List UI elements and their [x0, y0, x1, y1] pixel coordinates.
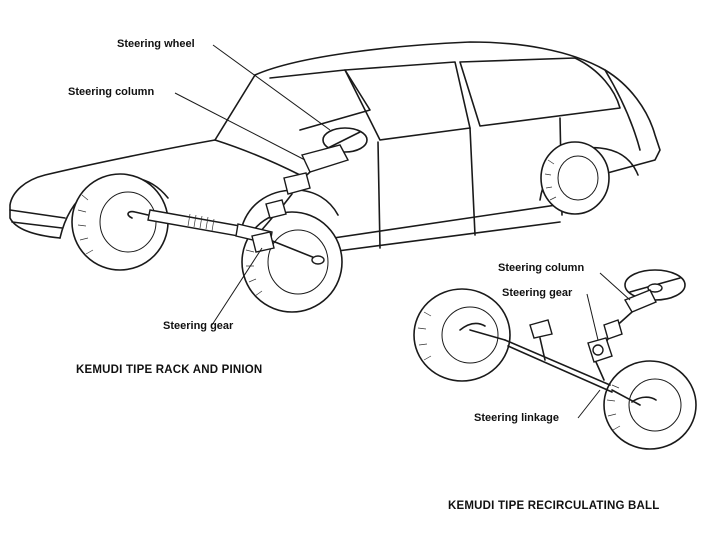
front-left-wheel — [71, 173, 169, 271]
label-steering-column-right: Steering column — [498, 262, 585, 274]
rack-and-pinion-assembly — [127, 127, 368, 265]
caption-rack-and-pinion: KEMUDI TIPE RACK AND PINION — [76, 364, 263, 376]
front-right-wheel — [241, 211, 343, 313]
rb-right-wheel — [603, 360, 697, 450]
caption-recirculating-ball: KEMUDI TIPE RECIRCULATING BALL — [448, 500, 660, 512]
label-steering-gear-left: Steering gear — [163, 320, 234, 332]
label-steering-column-top: Steering column — [68, 86, 155, 98]
rb-left-wheel — [413, 288, 511, 382]
label-steering-wheel: Steering wheel — [117, 38, 195, 50]
leader-lines — [174, 44, 631, 419]
recirculating-ball-assembly — [459, 269, 686, 406]
rear-right-wheel — [540, 141, 610, 215]
label-steering-linkage: Steering linkage — [474, 412, 559, 424]
label-steering-gear-right: Steering gear — [502, 287, 573, 299]
